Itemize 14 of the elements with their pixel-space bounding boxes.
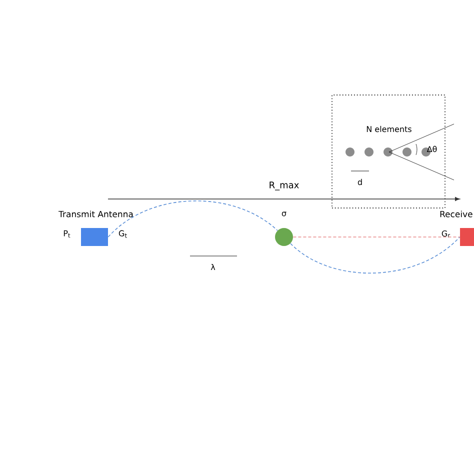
node-label: σ bbox=[282, 212, 286, 216]
node-label: N elements bbox=[366, 126, 412, 132]
spacing-label: d bbox=[358, 178, 362, 186]
gain-label: G$_{r}$ bbox=[442, 230, 450, 238]
node-label: Receive bbox=[440, 210, 472, 218]
wave-line bbox=[290, 236, 460, 274]
wave-line bbox=[108, 200, 278, 238]
wavelength-label: λ bbox=[210, 264, 216, 270]
node-label: Transmit Antenna bbox=[58, 210, 133, 218]
gain-label: G$_{t}$ bbox=[118, 230, 127, 238]
wave-line bbox=[292, 236, 460, 238]
range-label: R_max bbox=[270, 182, 299, 190]
gain-label: P$_{t}$ bbox=[64, 230, 70, 238]
angle-label: Δθ bbox=[426, 146, 437, 152]
